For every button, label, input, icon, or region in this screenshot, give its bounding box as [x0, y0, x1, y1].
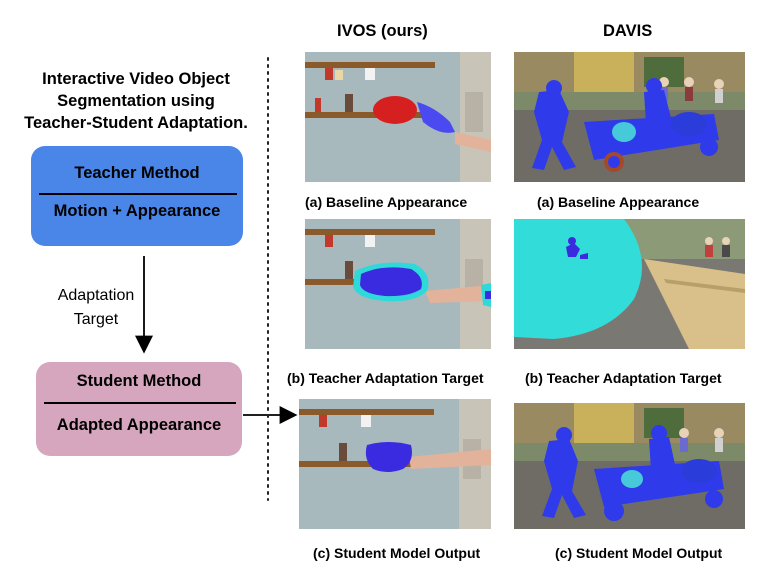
title-line-2: Segmentation using: [57, 92, 215, 110]
adaptation-line-1: Adaptation: [57, 287, 135, 304]
student-method-subheading: Adapted Appearance: [56, 416, 222, 434]
title-line-1: Interactive Video Object: [42, 70, 230, 88]
teacher-method-heading: Teacher Method: [74, 164, 200, 182]
davis-student-output-image: [514, 403, 745, 529]
teacher-divider: [39, 193, 237, 195]
ivos-student-output-image: [299, 399, 491, 529]
adaptation-target-label: Adaptation Target: [36, 284, 156, 332]
ivos-teacher-target-image: [305, 219, 491, 349]
davis-baseline-image: [514, 52, 745, 182]
column-heading-ivos: IVOS (ours): [337, 22, 428, 40]
teacher-method-box: Teacher Method Motion + Appearance: [31, 146, 243, 246]
student-divider: [44, 402, 236, 404]
student-method-heading: Student Method: [76, 372, 202, 390]
caption-davis-a: (a) Baseline Appearance: [537, 194, 700, 210]
caption-ivos-c: (c) Student Model Output: [313, 545, 481, 561]
column-heading-davis: DAVIS: [603, 22, 653, 40]
adaptation-line-2: Target: [73, 311, 119, 328]
caption-ivos-b: (b) Teacher Adaptation Target: [287, 370, 484, 386]
student-method-box: Student Method Adapted Appearance: [36, 362, 242, 456]
davis-teacher-target-image: [514, 219, 745, 349]
caption-ivos-a: (a) Baseline Appearance: [305, 194, 468, 210]
caption-davis-c: (c) Student Model Output: [555, 545, 723, 561]
caption-davis-b: (b) Teacher Adaptation Target: [525, 370, 722, 386]
teacher-method-subheading: Motion + Appearance: [53, 202, 221, 220]
diagram-title: Interactive Video Object Segmentation us…: [8, 68, 264, 134]
ivos-baseline-image: [305, 52, 491, 182]
title-line-3: Teacher-Student Adaptation.: [24, 114, 248, 132]
